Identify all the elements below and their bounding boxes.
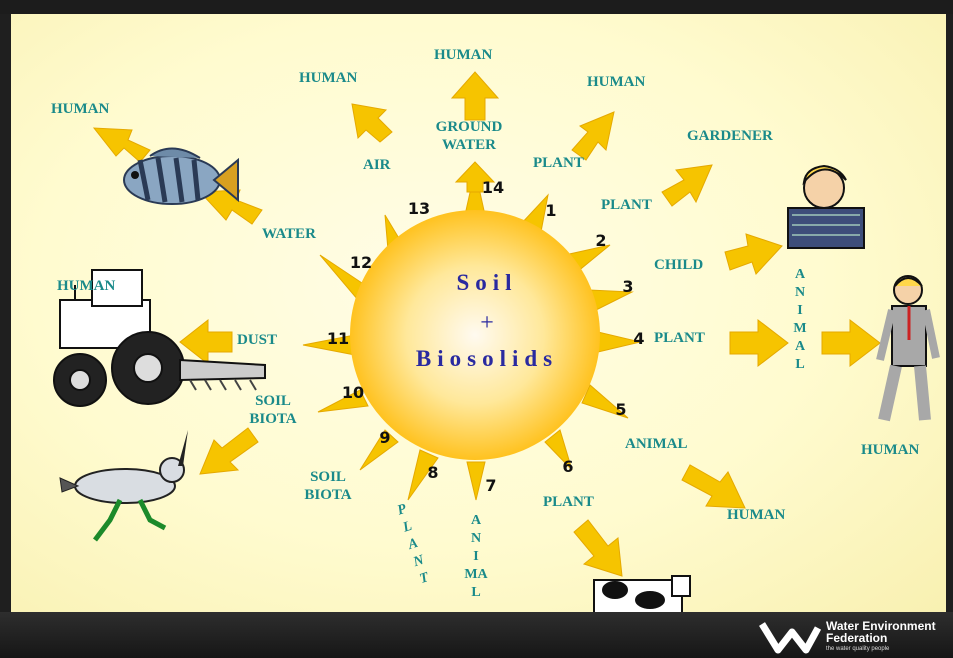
pathway-number-12: 12 [349, 253, 373, 272]
pathway-number-3: 3 [616, 277, 640, 296]
pathway-number-10: 10 [341, 383, 365, 402]
arrow-human-top [452, 72, 498, 120]
arrow-fish-human [94, 128, 150, 162]
pathway-number-5: 5 [609, 400, 633, 419]
arrow-bird [200, 428, 258, 474]
slide: 1 2 3 4 5 6 7 8 9 10 11 12 13 14 PLANT H… [11, 0, 946, 624]
label-gardener: GARDENER [687, 127, 773, 145]
label-plant-2: PLANT [601, 196, 652, 214]
pathway-number-13: 13 [407, 199, 431, 218]
pathway-number-7: 7 [479, 476, 503, 495]
label-human-water: HUMAN [51, 100, 109, 118]
pathway-number-8: 8 [421, 463, 445, 482]
vertical-label-animal-7: A N I MA L [463, 512, 489, 602]
arrow-air [352, 104, 392, 142]
pathway-number-6: 6 [556, 457, 580, 476]
pathway-number-14: 14 [481, 178, 505, 197]
center-title: Soil [376, 270, 598, 296]
arrow-child [725, 234, 782, 274]
label-soil-biota-9: SOIL BIOTA [298, 468, 358, 504]
header-strip [0, 0, 953, 14]
label-human-top: HUMAN [434, 46, 492, 64]
arrow-plant-human [572, 112, 614, 160]
center-subtitle: Biosolids [376, 346, 598, 372]
label-human-right: HUMAN [861, 441, 919, 459]
pathway-number-2: 2 [589, 231, 613, 250]
vertical-label-animal-4: A N I M A L [787, 266, 813, 374]
label-ground-water: GROUND WATER [429, 118, 509, 154]
label-animal-5: ANIMAL [625, 435, 688, 453]
label-plant-1: PLANT [533, 154, 584, 172]
label-plant-6: PLANT [543, 493, 594, 511]
label-human-1: HUMAN [587, 73, 645, 91]
arrow-animal-man [822, 320, 880, 366]
logo-name: Water Environment Federation [826, 620, 946, 644]
label-soil-biota-10: SOIL BIOTA [243, 392, 303, 428]
arrow-gardener [662, 165, 712, 206]
pathway-number-11: 11 [326, 329, 350, 348]
child-icon [788, 166, 864, 248]
logo-tagline: the water quality people [826, 646, 946, 652]
label-plant-4: PLANT [654, 329, 705, 347]
arrow-plant-cow [574, 520, 622, 576]
bird-icon [60, 430, 188, 540]
pathway-number-1: 1 [539, 201, 563, 220]
arrow-animal-human [682, 465, 745, 508]
label-human-5: HUMAN [727, 506, 785, 524]
label-air: AIR [363, 156, 391, 174]
label-water: WATER [262, 225, 316, 243]
arrow-plant-animal [730, 320, 788, 366]
label-human-air: HUMAN [299, 69, 357, 87]
pathway-number-4: 4 [627, 329, 651, 348]
center-plus: + [376, 310, 598, 337]
label-dust: DUST [237, 331, 277, 349]
pathway-number-9: 9 [373, 428, 397, 447]
label-human-dust: HUMAN [57, 277, 115, 295]
label-child: CHILD [654, 256, 703, 274]
man-icon [880, 276, 936, 420]
arrow-dust [180, 320, 232, 364]
